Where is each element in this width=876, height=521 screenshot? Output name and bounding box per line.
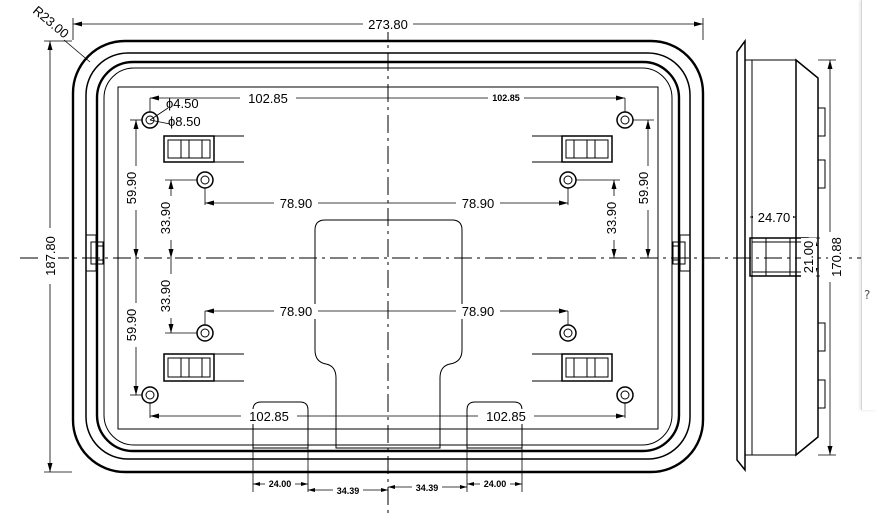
side-view bbox=[736, 38, 836, 473]
latch-top-left bbox=[163, 135, 244, 163]
dim-top-right-span: 102.85 bbox=[492, 93, 520, 103]
hole-inner-top-left bbox=[196, 171, 214, 189]
dim-hole-large: ϕ8.50 bbox=[168, 114, 201, 129]
hole-inner-bottom-left bbox=[196, 324, 214, 342]
dim-left-inner-upper: 33.90 bbox=[158, 202, 173, 235]
dim-overall-height: 187.80 bbox=[43, 236, 58, 276]
dim-corner-radius: R23.00 bbox=[30, 3, 72, 41]
bottom-tab-right bbox=[466, 401, 523, 449]
dim-bottom-gap-left: 34.39 bbox=[337, 486, 360, 496]
hole-corner-top-right bbox=[616, 111, 634, 129]
dim-bottom-left-span: 102.85 bbox=[249, 409, 289, 424]
center-cutout bbox=[314, 219, 463, 449]
dim-left-lower-vertical: 59.90 bbox=[124, 309, 139, 342]
latch-bottom-left bbox=[163, 353, 244, 382]
hole-inner-bottom-right bbox=[559, 324, 577, 342]
hole-inner-top-right bbox=[559, 171, 577, 189]
dim-bottom-gap-right: 34.39 bbox=[416, 483, 439, 493]
side-panel: ? bbox=[861, 0, 876, 410]
dim-bottom-right-span: 102.85 bbox=[486, 409, 526, 424]
dim-bottom-slot-right: 24.00 bbox=[484, 479, 507, 489]
latch-bottom-right bbox=[532, 353, 613, 382]
dim-right-inner-upper: 33.90 bbox=[604, 202, 619, 235]
dim-right-upper-vertical: 59.90 bbox=[636, 172, 651, 205]
dim-side-depth: 24.70 bbox=[758, 210, 791, 225]
dim-top-left-span: 102.85 bbox=[248, 91, 288, 106]
latch-top-right bbox=[532, 135, 613, 163]
dim-bottom-slot-left: 24.00 bbox=[269, 479, 292, 489]
help-circle-icon[interactable]: ? bbox=[864, 288, 871, 302]
bottom-tab-left bbox=[252, 401, 309, 449]
right-side-clip bbox=[672, 234, 691, 272]
dim-inner-upper-right: 78.90 bbox=[462, 196, 495, 211]
dim-hole-small: ϕ4.50 bbox=[166, 96, 199, 111]
dim-overall-width: 273.80 bbox=[368, 17, 408, 32]
dim-inner-upper-left: 78.90 bbox=[280, 196, 313, 211]
dim-side-height: 170.88 bbox=[829, 237, 844, 277]
dim-left-upper-vertical: 59.90 bbox=[124, 172, 139, 205]
dim-side-slot-height: 21.00 bbox=[801, 241, 816, 274]
dimension-lines bbox=[44, 18, 704, 492]
hole-corner-bottom-left bbox=[141, 386, 159, 404]
dimension-labels: 273.80 187.80 R23.00 ϕ4.50 ϕ8.50 102.85 … bbox=[30, 3, 844, 497]
dim-inner-lower-right: 78.90 bbox=[462, 304, 495, 319]
hole-corner-bottom-right bbox=[616, 386, 634, 404]
center-lines bbox=[20, 22, 868, 518]
left-side-clip bbox=[85, 234, 104, 272]
dim-inner-lower-left: 78.90 bbox=[280, 304, 313, 319]
dim-left-inner-lower: 33.90 bbox=[158, 280, 173, 313]
